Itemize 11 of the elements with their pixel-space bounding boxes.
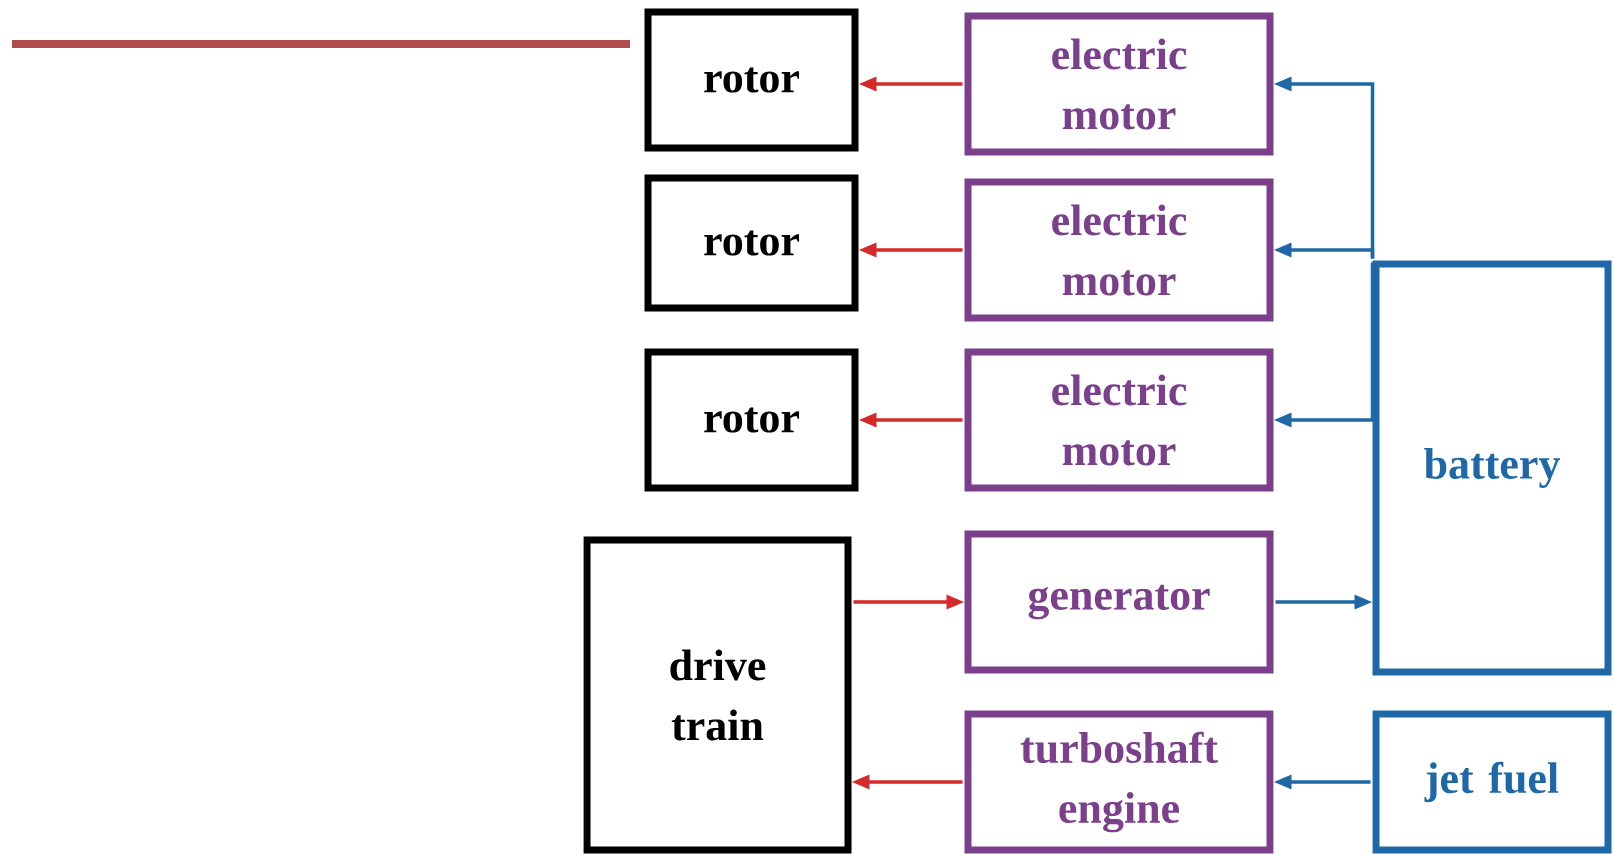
fuel-box: jet fuel bbox=[1372, 710, 1612, 854]
engine-box: turboshaft engine bbox=[964, 710, 1274, 854]
motor-box: electric motor bbox=[964, 12, 1274, 156]
motor-box: electric motor bbox=[964, 348, 1274, 492]
rotor-box: rotor bbox=[644, 8, 859, 152]
battery-box: battery bbox=[1372, 260, 1612, 676]
generator-box: generator bbox=[964, 530, 1274, 674]
rotor-box: rotor bbox=[644, 174, 859, 312]
rotor-box: rotor bbox=[644, 348, 859, 492]
motor-box: electric motor bbox=[964, 178, 1274, 322]
drive-train-box: drive train bbox=[583, 536, 852, 854]
